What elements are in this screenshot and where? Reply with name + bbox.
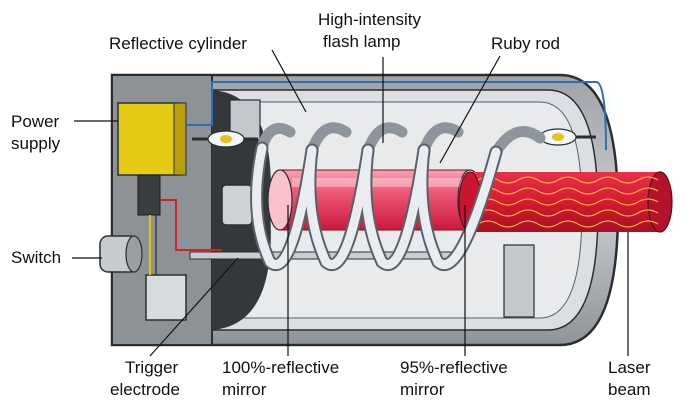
label-reflective-cylinder: Reflective cylinder: [109, 34, 247, 53]
label-ruby-rod: Ruby rod: [491, 34, 560, 53]
laser-beam-shape: [458, 171, 673, 233]
label-laser-line2: beam: [608, 380, 651, 399]
label-mirror95-line1: 95%-reflective: [400, 358, 508, 377]
leader-lines: [72, 49, 629, 357]
label-flash-lamp-line2: flash lamp: [323, 32, 401, 51]
label-mirror100-line2: mirror: [222, 380, 267, 399]
label-laser-line1: Laser: [608, 358, 651, 377]
label-trigger-line2: electrode: [110, 380, 180, 399]
label-flash-lamp-line1: High-intensity: [318, 10, 421, 29]
label-power-supply-line2: supply: [11, 134, 61, 153]
label-trigger-line1: Trigger: [125, 358, 179, 377]
power-supply-unit: [117, 81, 607, 251]
label-mirror100-line1: 100%-reflective: [222, 358, 340, 377]
flash-lamp-coil-front: [250, 141, 503, 272]
label-mirror95-line2: mirror: [400, 380, 445, 399]
switch-device: [99, 235, 143, 273]
label-power-supply-line1: Power: [11, 112, 60, 131]
label-switch: Switch: [11, 248, 62, 267]
lamp-electrode-left: [192, 130, 258, 148]
